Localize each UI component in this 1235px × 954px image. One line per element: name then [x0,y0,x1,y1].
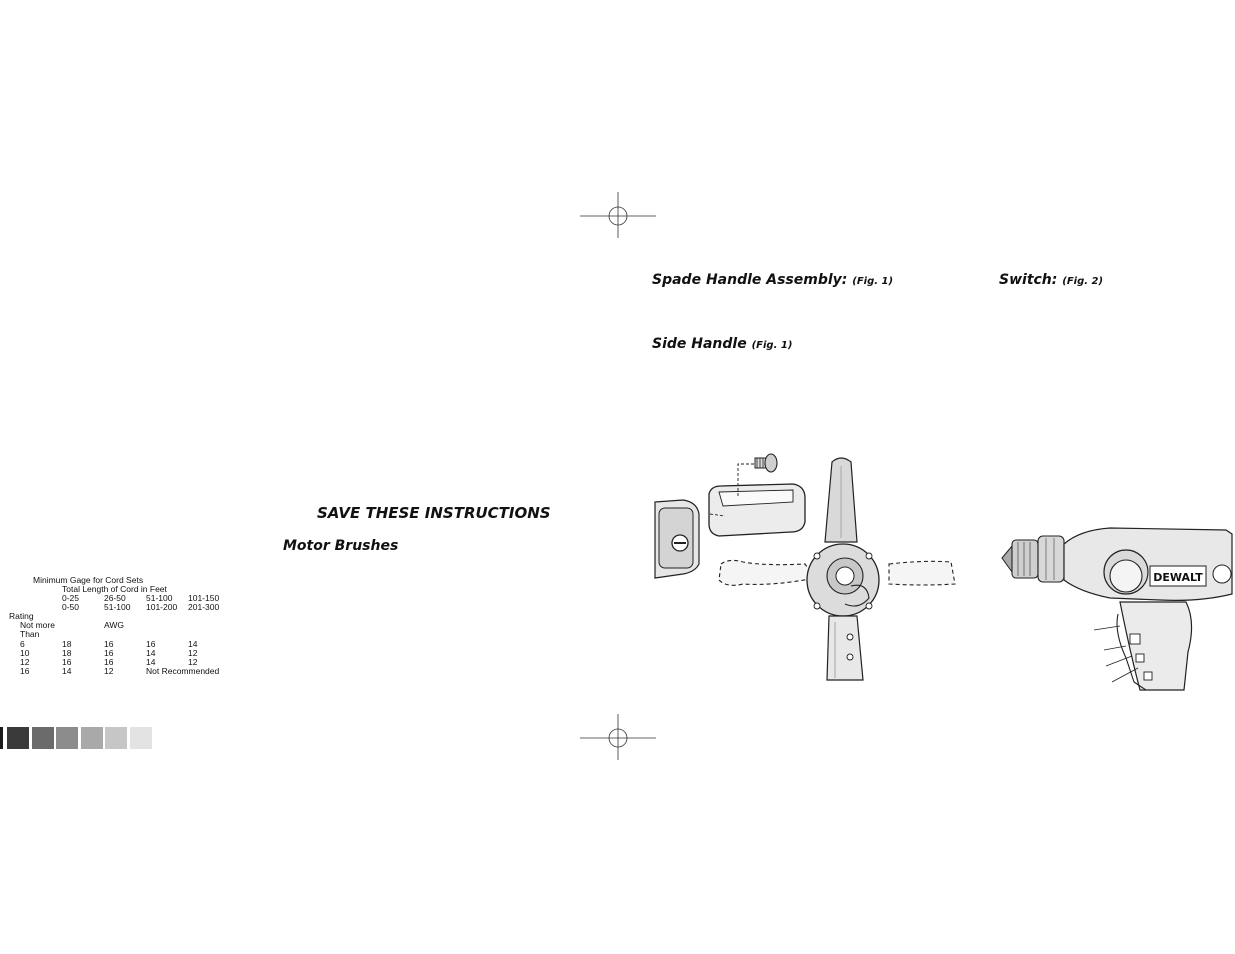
length-row-1-col-3: 51-100 [146,593,173,603]
registration-mark-top [580,192,656,238]
awg-label: AWG [104,620,124,630]
dewalt-logo: DEWALT [1153,571,1203,584]
table-cell: 16 [104,657,114,667]
cord-table-title: Minimum Gage for Cord Sets [33,575,144,585]
gray-swatch-1 [7,727,29,749]
gray-swatch-4 [81,727,103,749]
cord-table-subtitle: Total Length of Cord in Feet [62,584,167,594]
table-cell: 14 [62,666,72,676]
side-handle-fig-ref: (Fig. 1) [751,340,793,351]
save-instructions-heading: SAVE THESE INSTRUCTIONS [317,504,551,522]
table-cell: 12 [104,666,114,676]
table-cell: 12 [188,657,198,667]
figure-1-illustration [654,453,956,681]
table-cell: 6 [20,639,25,649]
table-cell: Not Recommended [146,666,220,676]
table-cell: 12 [188,648,198,658]
length-row-2-col-1: 0-50 [62,602,80,612]
length-row-2-col-4: 201-300 [188,602,220,612]
than-label: Than [20,629,40,639]
table-cell: 16 [104,639,114,649]
length-row-1-col-4: 101-150 [188,593,220,603]
table-cell: 12 [20,657,30,667]
table-cell: 18 [62,639,72,649]
table-cell: 14 [146,657,156,667]
gray-swatch-6 [130,727,152,749]
length-row-1-col-1: 0-25 [62,593,80,603]
table-cell: 14 [188,639,198,649]
spade-handle-title: Spade Handle Assembly: [652,272,848,288]
not-more-label: Not more [20,620,55,630]
table-cell: 18 [62,648,72,658]
swatch-edge [0,727,3,749]
length-row-2-col-2: 51-100 [104,602,131,612]
motor-brushes-heading: Motor Brushes [283,538,399,554]
switch-heading: Switch: (Fig. 2) [999,272,1103,288]
spade-handle-heading: Spade Handle Assembly: (Fig. 1) [652,272,893,288]
table-cell: 16 [62,657,72,667]
figure-2-illustration: DEWALT [1001,527,1233,691]
switch-title: Switch: [999,272,1058,288]
registration-mark-bottom [580,714,656,760]
spade-handle-fig-ref: (Fig. 1) [852,276,894,287]
table-cell: 14 [146,648,156,658]
table-cell: 10 [20,648,30,658]
table-cell: 16 [146,639,156,649]
length-row-1-col-2: 26-50 [104,593,126,603]
switch-fig-ref: (Fig. 2) [1062,276,1104,287]
side-handle-title: Side Handle [652,336,747,352]
rating-label: Rating [9,611,34,621]
gray-swatch-5 [105,727,127,749]
gray-swatch-3 [56,727,78,749]
length-row-2-col-3: 101-200 [146,602,178,612]
gray-swatch-2 [32,727,54,749]
table-cell: 16 [104,648,114,658]
screw [754,453,778,473]
side-handle-heading: Side Handle (Fig. 1) [652,336,792,352]
table-cell: 16 [20,666,30,676]
